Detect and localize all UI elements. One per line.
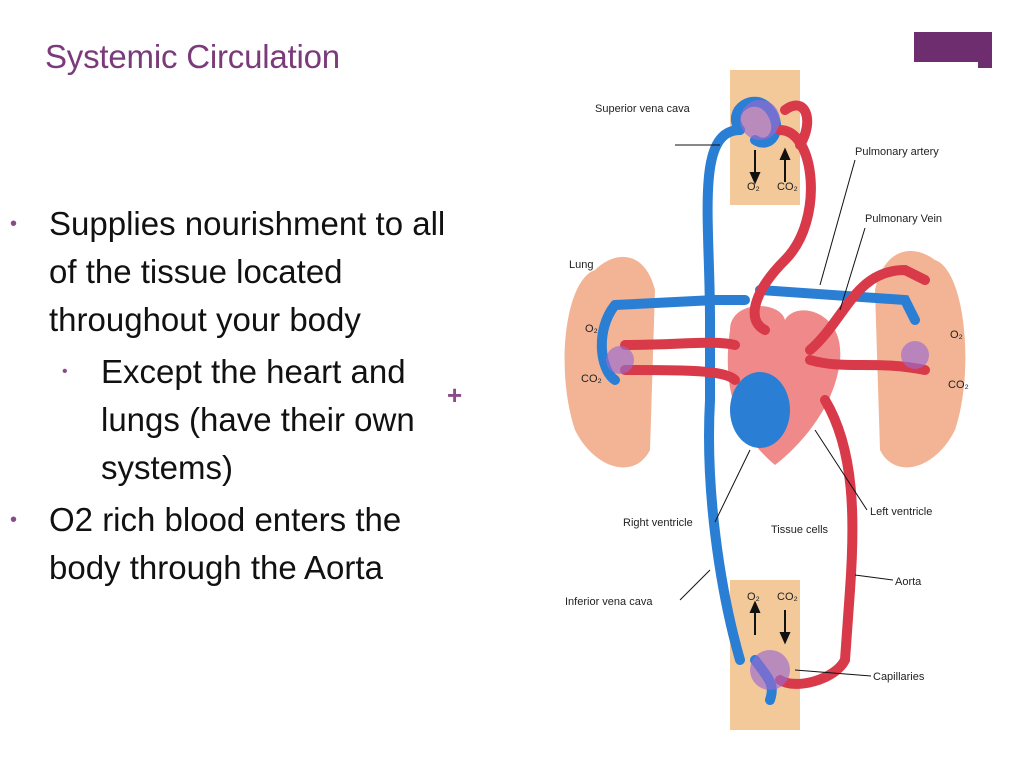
red-vessels (620, 100, 930, 689)
label-o2-left: O₂ (585, 323, 598, 335)
label-aorta: Aorta (895, 576, 922, 588)
sub-bullet-text: Except the heart and lungs (have their o… (101, 353, 415, 486)
flow-arrows (749, 147, 791, 645)
label-pulmonary-artery: Pulmonary artery (855, 146, 939, 158)
upper-capillaries (740, 100, 780, 140)
right-ventricle-shape (730, 372, 790, 448)
label-svc: Superior vena cava (595, 103, 691, 115)
bullet-item: • Supplies nourishment to all of the tis… (0, 200, 450, 344)
right-lung-capillaries (901, 341, 929, 369)
label-o2-right: O₂ (950, 329, 963, 341)
label-left-ventricle: Left ventricle (870, 506, 932, 518)
label-co2-top: CO₂ (777, 181, 798, 193)
bullet-text: O2 rich blood enters the body through th… (49, 501, 402, 586)
bullet-item: • O2 rich blood enters the body through … (0, 496, 450, 592)
label-capillaries: Capillaries (873, 671, 925, 683)
label-o2-top: O₂ (747, 181, 760, 193)
circulation-diagram: Superior vena cava Pulmonary artery Pulm… (564, 70, 969, 730)
bullet-dot-icon: • (10, 213, 18, 235)
label-pulmonary-vein: Pulmonary Vein (865, 213, 942, 225)
plus-icon: + (447, 380, 463, 410)
slide-title: Systemic Circulation (45, 38, 340, 75)
label-ivc: Inferior vena cava (565, 596, 653, 608)
label-co2-right: CO₂ (948, 379, 969, 391)
bullet-text: Supplies nourishment to all of the tissu… (49, 205, 446, 338)
bullet-list: • Supplies nourishment to all of the tis… (0, 200, 450, 592)
label-co2-bottom: CO₂ (777, 591, 798, 603)
bullet-dot-icon: • (10, 509, 18, 531)
bullet-dot-icon: • (62, 363, 68, 380)
sub-bullet-item: • Except the heart and lungs (have their… (0, 348, 450, 492)
label-right-ventricle: Right ventricle (623, 517, 693, 529)
label-tissue-cells: Tissue cells (771, 524, 829, 536)
label-lung: Lung (569, 259, 593, 271)
lower-capillaries (750, 650, 790, 690)
label-co2-left: CO₂ (581, 373, 602, 385)
corner-accent-bar (914, 32, 992, 68)
label-o2-bottom: O₂ (747, 591, 760, 603)
left-lung-capillaries (606, 346, 634, 374)
